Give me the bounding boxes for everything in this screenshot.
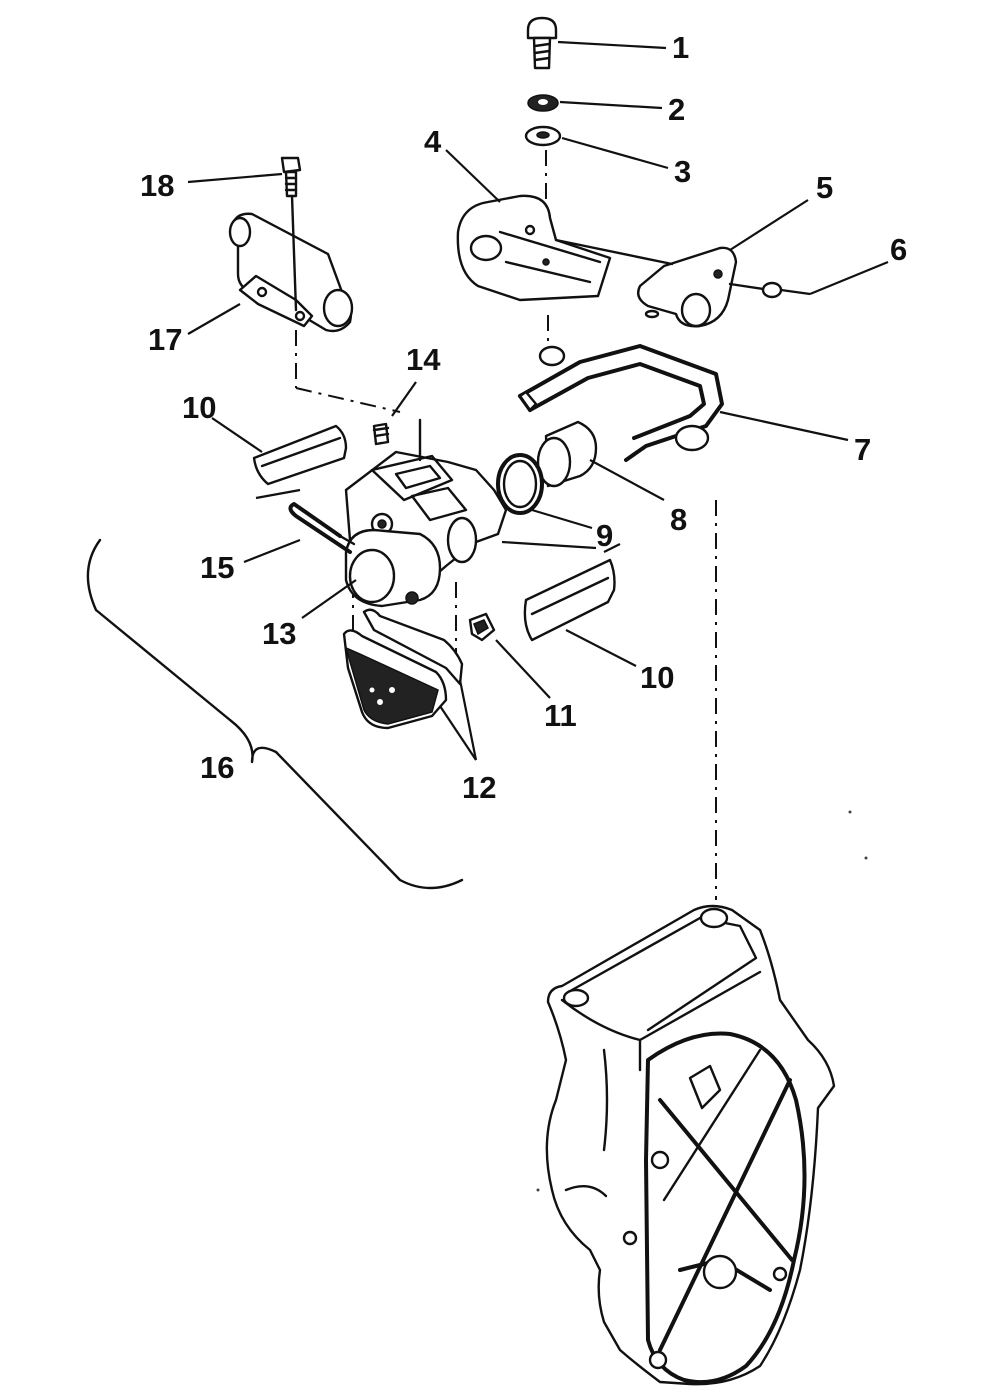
bleeder-screw-part-14 [372,422,390,446]
leader-lines [187,40,889,761]
bolt-part-18 [280,156,302,312]
callout-15: 15 [200,550,234,585]
callout-14: 14 [406,342,441,377]
flat-washer-part-3 [524,125,562,147]
piston-part-8 [536,420,598,488]
callout-17: 17 [148,322,182,357]
assembly-brace-part-16 [86,538,464,890]
brake-pads-part-12 [342,608,464,730]
callout-3: 3 [674,154,691,189]
callout-1: 1 [672,30,689,65]
callout-18: 18 [140,168,174,203]
scan-specks [536,810,868,1192]
callout-4: 4 [424,124,442,159]
callout-10-upper: 10 [182,390,216,425]
callout-13: 13 [262,616,296,651]
fitting-part-11 [468,612,496,642]
callout-11: 11 [544,698,577,733]
callout-9: 9 [596,518,613,553]
lock-washer-part-2 [527,94,559,112]
callout-10-lower: 10 [640,660,674,695]
caliper-bracket-part-7 [518,344,724,462]
bolt-part-1 [526,16,558,70]
callout-7: 7 [854,432,871,467]
callout-16: 16 [200,750,234,785]
pivot-bracket-part-5 [554,238,738,328]
pad-shim-part-10-lower [523,543,621,642]
callout-12: 12 [462,770,496,805]
master-cylinder-part-17 [228,212,354,333]
callout-8: 8 [670,502,687,537]
brake-line-part-15 [288,502,356,554]
bracket-part-4 [456,194,612,302]
screw-part-6 [728,281,811,299]
callout-2: 2 [668,92,685,127]
callout-labels: 1 2 3 4 5 6 7 8 9 10 10 11 12 13 14 15 1… [140,30,907,805]
seal-ring-part-9 [496,453,544,515]
chaincase-housing [545,904,836,1386]
callout-6: 6 [890,232,907,267]
callout-5: 5 [816,170,833,205]
pad-shim-part-10-upper [252,424,348,500]
piston-housing-part-13 [344,528,442,608]
